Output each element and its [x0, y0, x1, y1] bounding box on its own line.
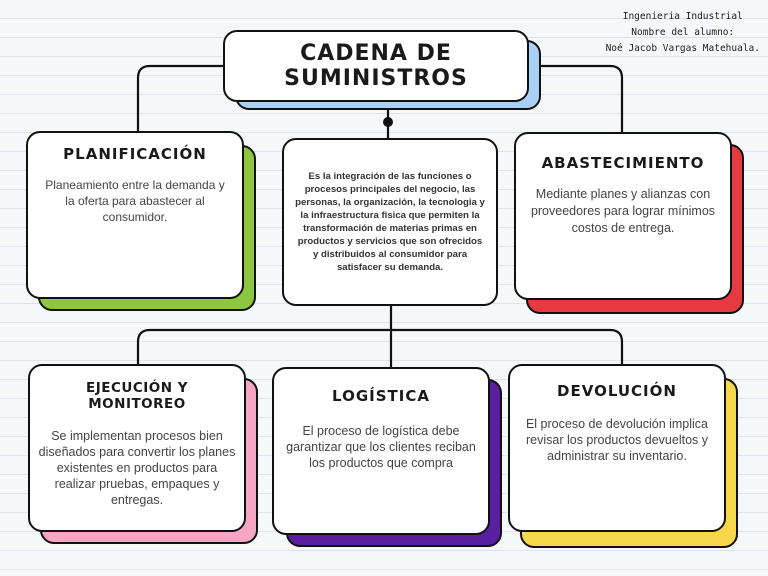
header-info: Ingenieria Industrial Nombre del alumno:…: [606, 9, 760, 57]
card-face: ABASTECIMIENTO Mediante planes y alianza…: [514, 132, 732, 300]
connector-bottom-branch: [136, 328, 624, 368]
connector-right-top: [528, 64, 624, 136]
card-title: LOGÍSTICA: [332, 387, 430, 405]
card-body: Planeamiento entre la demanda y la ofert…: [45, 178, 225, 224]
card-title: DEVOLUCIÓN: [557, 382, 677, 400]
student-label: Nombre del alumno:: [631, 27, 735, 38]
student-name: Noé Jacob Vargas Matehuala.: [605, 43, 760, 54]
card-title: EJECUCIÓN Y MONITOREO: [85, 380, 189, 412]
card-face: LOGÍSTICA El proceso de logística debe g…: [272, 367, 490, 535]
card-body: El proceso de devolución implica revisar…: [525, 417, 709, 463]
card-face: DEVOLUCIÓN El proceso de devolución impl…: [508, 364, 726, 532]
card-title: ABASTECIMIENTO: [541, 154, 705, 172]
card-body: Se implementan procesos bien diseñados p…: [38, 429, 236, 507]
card-face: PLANIFICACIÓN Planeamiento entre la dema…: [26, 131, 244, 299]
definition-text: Es la integración de las funciones o pro…: [295, 171, 485, 273]
card-title: PLANIFICACIÓN: [63, 145, 207, 163]
title-card-face: CADENA DE SUMINISTROS: [223, 30, 529, 102]
program-name: Ingenieria Industrial: [622, 11, 743, 22]
page-title: CADENA DE SUMINISTROS: [284, 41, 468, 91]
connector-left-top: [136, 64, 228, 136]
card-face: EJECUCIÓN Y MONITOREO Se implementan pro…: [28, 364, 246, 532]
card-body: Mediante planes y alianzas con proveedor…: [530, 187, 716, 235]
card-body: El proceso de logística debe garantizar …: [286, 424, 476, 470]
connector-node-dot: [383, 117, 393, 127]
definition-card-face: Es la integración de las funciones o pro…: [282, 138, 498, 306]
